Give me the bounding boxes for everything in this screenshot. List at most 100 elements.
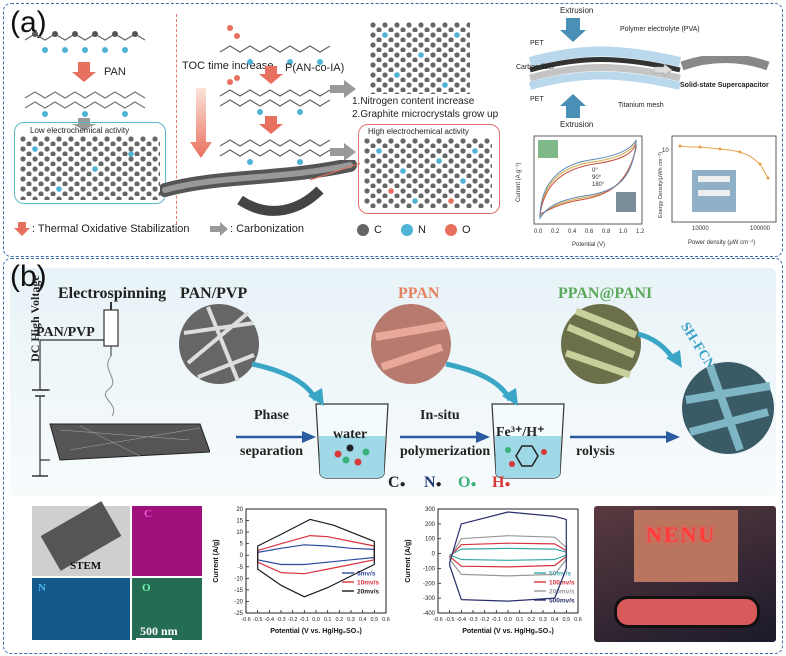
y-tick-label: 0 bbox=[432, 552, 436, 558]
ragone-ylabel: Energy Density(μWh cm⁻²) bbox=[658, 152, 664, 218]
insitu-label: In-situ bbox=[420, 408, 460, 423]
pan-pvp-side: PAN/PVP bbox=[36, 325, 95, 340]
dc-voltage-label: DC High Voltage bbox=[28, 275, 42, 362]
x-tick-label: -0.1 bbox=[300, 617, 309, 623]
toc-arrow bbox=[190, 88, 212, 158]
phase-label: Phase bbox=[254, 408, 289, 423]
oxygen-atom-icon bbox=[445, 224, 457, 236]
ragone-xtick-2: 100000 bbox=[750, 226, 771, 232]
cv-small-xtick: 1.0 bbox=[619, 229, 628, 235]
electrospinning-label: Electrospinning bbox=[58, 285, 167, 302]
separation-label: separation bbox=[240, 444, 303, 459]
nitrogen-atom-icon bbox=[401, 224, 413, 236]
high-activity-box bbox=[358, 124, 500, 214]
legend-o: O bbox=[462, 224, 471, 236]
y-tick-label: -5 bbox=[238, 565, 244, 571]
device-schematic bbox=[528, 18, 682, 118]
c-map-image: C bbox=[132, 506, 202, 576]
pet-top: PET bbox=[530, 40, 544, 47]
cv-small-xtick: 0.4 bbox=[568, 229, 577, 235]
x-tick-label: 0.0 bbox=[312, 617, 320, 623]
c-map-label: C bbox=[144, 508, 152, 520]
y-tick-label: -20 bbox=[234, 599, 243, 605]
y-tick-label: -15 bbox=[234, 588, 243, 594]
x-tick-label: 0.4 bbox=[359, 617, 367, 623]
pyrolysis-arrow bbox=[570, 431, 680, 443]
x-tick-label: -0.5 bbox=[445, 617, 454, 623]
y-tick-label: 5 bbox=[240, 542, 244, 548]
cv-legend-0: 0° bbox=[592, 168, 598, 174]
curve-arrow-3 bbox=[637, 331, 682, 368]
rolysis-label: rolysis bbox=[576, 444, 615, 459]
x-tick-label: -0.4 bbox=[457, 617, 466, 623]
y-tick-label: 300 bbox=[425, 507, 436, 513]
titanium-mesh-label: Titanium mesh bbox=[618, 102, 664, 109]
cv-small-xtick: 0.8 bbox=[602, 229, 611, 235]
x-axis-label: Potential (V vs. Hg/Hg₂SO₄) bbox=[462, 628, 554, 635]
x-tick-label: -0.4 bbox=[265, 617, 274, 623]
stem-image: STEM bbox=[32, 501, 130, 576]
pan-pvp-title: PAN/PVP bbox=[180, 285, 248, 302]
extrusion-bottom: Extrusion bbox=[560, 120, 594, 129]
y-tick-label: -25 bbox=[234, 611, 243, 617]
legend-c: C bbox=[374, 224, 382, 236]
x-tick-label: -0.3 bbox=[276, 617, 285, 623]
device-arrow-icon bbox=[654, 64, 672, 76]
ppan-pani-title: PPAN@PANI bbox=[558, 285, 653, 302]
tos-arrow-icon bbox=[14, 222, 30, 236]
y-tick-label: 0 bbox=[240, 553, 244, 559]
ragone-ytick: 10 bbox=[662, 148, 669, 154]
x-tick-label: -0.1 bbox=[492, 617, 501, 623]
ppan-pani-sem-image bbox=[561, 304, 641, 384]
cv-legend-90: 90° bbox=[592, 175, 602, 181]
note-nitrogen: 1.Nitrogen content increase bbox=[352, 96, 475, 107]
nenu-led-photo: NENU bbox=[594, 506, 776, 642]
atom-c: C● bbox=[388, 474, 406, 491]
electrospinning-setup bbox=[32, 302, 210, 477]
cv-small-xtick: 1.2 bbox=[636, 229, 645, 235]
atom-n: N● bbox=[424, 474, 442, 491]
high-activity-label: High electrochemical activity bbox=[368, 127, 469, 136]
plot-frame bbox=[437, 508, 579, 614]
polymer-electrolyte-label: Polymer electrolyte (PVA) bbox=[620, 26, 700, 33]
cv-small-xtick: 0.0 bbox=[534, 229, 543, 235]
carbon-fiber-drawing bbox=[160, 160, 360, 216]
cv-small-xtick: 0.2 bbox=[551, 229, 560, 235]
carbon-atom-icon bbox=[357, 224, 369, 236]
legend-label: 50mv/s bbox=[549, 571, 571, 578]
graphite-lattice-n-rich bbox=[370, 22, 470, 94]
legend-label: 20mv/s bbox=[357, 589, 379, 596]
polymerization-arrow bbox=[400, 431, 490, 443]
y-tick-label: 15 bbox=[236, 519, 243, 525]
x-tick-label: 0.2 bbox=[528, 617, 536, 623]
x-tick-label: -0.2 bbox=[480, 617, 489, 623]
ragone-plot: 10 10000 100000 Power density (μW cm⁻²) … bbox=[658, 135, 777, 246]
ragone-xtick-1: 10000 bbox=[692, 226, 709, 232]
scale-bar bbox=[136, 638, 172, 640]
ragone-xlabel: Power density (μW cm⁻²) bbox=[688, 240, 755, 246]
curve-arrow-1 bbox=[251, 361, 324, 406]
fe-label: Fe³⁺/H⁺ bbox=[496, 425, 545, 440]
pan-molecule-diagram bbox=[24, 31, 146, 130]
low-activity-label: Low electrochemical activity bbox=[30, 126, 130, 135]
schematic-background bbox=[10, 268, 776, 496]
legend-carbonization: : Carbonization bbox=[230, 223, 304, 235]
plot-frame bbox=[245, 508, 387, 614]
legend-label: 200mv/s bbox=[549, 589, 575, 596]
x-tick-label: 0.3 bbox=[539, 617, 547, 623]
pet-bottom: PET bbox=[530, 96, 544, 103]
water-beaker bbox=[315, 403, 389, 479]
y-tick-label: -200 bbox=[423, 581, 436, 587]
panel-a-label: (a) bbox=[10, 6, 47, 39]
legend-label: 10mv/s bbox=[357, 580, 379, 587]
y-tick-label: -100 bbox=[423, 566, 436, 572]
ssc-label: Solid-state Supercapacitor bbox=[680, 82, 769, 89]
cv-small-xlabel: Potential (V) bbox=[572, 242, 605, 248]
p-an-co-ia-diagram bbox=[219, 25, 331, 165]
arrow-to-high-activity bbox=[330, 143, 356, 161]
cv-small-xtick: 0.6 bbox=[585, 229, 594, 235]
legend-label: 100mv/s bbox=[549, 580, 575, 587]
